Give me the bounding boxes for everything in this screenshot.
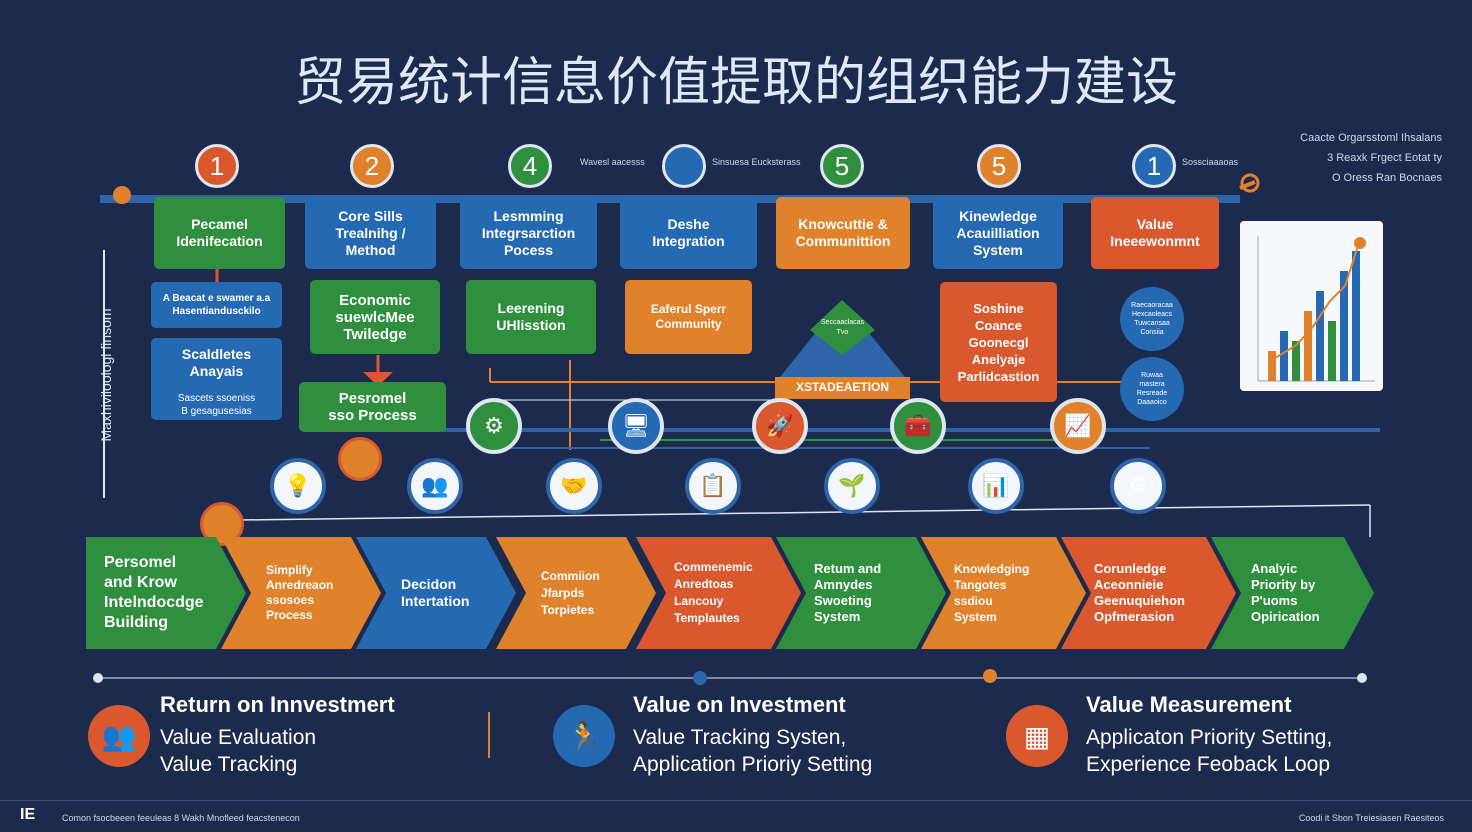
gear-icon: ⚙ [1110, 458, 1166, 514]
card-personnel-process: Pesromel sso Process [299, 382, 446, 432]
side-label: Maxhiviloologl finsom [98, 308, 114, 442]
card-desire-integration: Deshe Integration [620, 197, 757, 269]
team-icon: 👥 [407, 458, 463, 514]
chevron-label: Analyic Priority by P'uoms Opirication [1251, 561, 1320, 624]
page-title: 贸易统计信息价值提取的组织能力建设 [293, 53, 1178, 113]
pyramid-base-label: XSTADEAETION [795, 380, 890, 394]
chevron-label: Knowledging Tangotes ssdiou System [954, 562, 1030, 624]
card-personnel-identification: Pecamel Idenifecation [154, 197, 285, 269]
card-scalable-analysis-sub: Sascets ssoeniss B gesagusesias [177, 393, 256, 417]
card-analysis-participation: Soshine Coance Goonecgl Anelyaje Parlidc… [940, 282, 1057, 402]
roi-block: Value Measurement Applicaton Priority Se… [1086, 692, 1446, 778]
chevron-label: Corunledge Aceonnieie Geenuquiehon Opfme… [1094, 561, 1185, 624]
roi-line: Application Prioriy Setting [633, 753, 873, 776]
chevron-label: Commenemic Anredtoas Lancouy Templautes [674, 560, 753, 625]
card-knowledge-system: Kinewledge Acauilliation System [933, 197, 1063, 269]
mini-chart-svg [1257, 236, 1375, 382]
card-knowledge-communication: Knowcuttie & Communittion [776, 197, 910, 269]
roi-heading: Return on Innvestmert [160, 692, 395, 717]
chevron-label: Commiion Jfarpds Torpietes [541, 568, 600, 617]
process-chevrons [86, 537, 1374, 649]
mini-chart [1240, 221, 1383, 391]
roi-block: Return on Innvestmert Value Evaluation V… [160, 692, 480, 778]
toolbox-icon: 🧰 [890, 398, 946, 454]
small-label: Wavesl aacesss [580, 157, 645, 167]
card-scalable-analysis-label: Scaldletes Anayais [181, 346, 252, 379]
chevron-label: Persomel and Krow Intelndocdge Building [104, 554, 204, 631]
card-core-skills: Core Sills Trealnihg / Method [305, 197, 436, 269]
legend: Caacte Orgarsstoml Ihsalans 3 Reaxk Frge… [1232, 128, 1442, 188]
logo-icon: IE [20, 806, 36, 823]
info-dot: Raecaoracaa Hexcaoleacs Tuwcansaa Consii… [1120, 287, 1184, 351]
small-label: Sinsuesa Eucksterass [712, 157, 801, 167]
monitor-icon: 🖥 [608, 398, 664, 454]
legend-item: O Oress Ran Bocnaes [1331, 172, 1442, 184]
dashboard-icon: 📊 [968, 458, 1024, 514]
card-value-measurement: Value Ineeewonmnt [1091, 197, 1219, 269]
chevron-label: Simplify Anredreaon ssosoes Process [266, 563, 334, 622]
hub-icon: ⚙ [466, 398, 522, 454]
card-external-expert-community: Eaferul Sperr Community [625, 280, 752, 354]
rocket-icon: 🚀 [752, 398, 808, 454]
grid-icon: ▦ [1006, 705, 1068, 767]
step-marker: 4 [508, 144, 552, 188]
pyramid-label: Seccaaclacas Tvo [820, 319, 865, 336]
pyramid-shape [775, 300, 910, 399]
card-scalable-analysis: Scaldletes Anayais Sascets ssoeniss B ge… [151, 338, 282, 420]
roi-heading: Value Measurement [1086, 692, 1292, 717]
step-marker: 2 [350, 144, 394, 188]
growth-icon: 📈 [1050, 398, 1106, 454]
card-learning-utilization: Leerening UHlisstion [466, 280, 596, 354]
info-dot: Ruwaa mastera Resreade Daaaoico [1120, 357, 1184, 421]
roi-line: Value Evaluation [160, 726, 317, 749]
small-label: Sossciaaaoas [1182, 157, 1239, 167]
footer-divider [0, 800, 1472, 801]
chevron-label: Retum and Amnydes Swoeting System [814, 561, 882, 624]
handshake-icon: 🤝 [546, 458, 602, 514]
bulb-icon: 💡 [270, 458, 326, 514]
roi-heading: Value on Investment [633, 692, 846, 717]
chevron-label: Decidon Intertation [401, 576, 470, 609]
step-marker [662, 144, 706, 188]
footer-left: Comon fsocbeeen feeuleas 8 Wakh Mnofleed… [62, 813, 300, 823]
step-marker: 5 [977, 144, 1021, 188]
runner-icon: 🏃 [553, 705, 615, 767]
roi-line: Value Tracking [160, 753, 298, 776]
clipboard-icon: 📋 [685, 458, 741, 514]
chevron-labels: Persomel and Krow Intelndocdge Building … [86, 537, 1376, 649]
legend-item: Caacte Orgarsstoml Ihsalans [1300, 132, 1442, 144]
card-search: A Beacat e swamer a.a Hasentiandusckilo [151, 282, 282, 328]
side-label-wrap: Maxhiviloologl finsom [96, 262, 116, 492]
step-marker: 1 [1132, 144, 1176, 188]
footer-right: Coodi it Sbon Treiesiasen Raesiteos [1298, 813, 1444, 823]
card-economic-knowledge: Economic suewlcMee Twiledge [310, 280, 440, 354]
card-learning-integration: Lesmming Integrsarction Pocess [460, 197, 597, 269]
dot-orange-icon [338, 437, 382, 481]
roi-line: Value Tracking Systen, [633, 726, 847, 749]
step-marker: 1 [195, 144, 239, 188]
roi-line: Experience Feoback Loop [1086, 753, 1330, 776]
plant-icon: 🌱 [824, 458, 880, 514]
step-marker: 5 [820, 144, 864, 188]
roi-line: Applicaton Priority Setting, [1086, 726, 1333, 749]
people-icon: 👥 [88, 705, 150, 767]
roi-block: Value on Investment Value Tracking Syste… [633, 692, 973, 778]
legend-item: 3 Reaxk Frgect Eotat ty [1327, 152, 1442, 164]
